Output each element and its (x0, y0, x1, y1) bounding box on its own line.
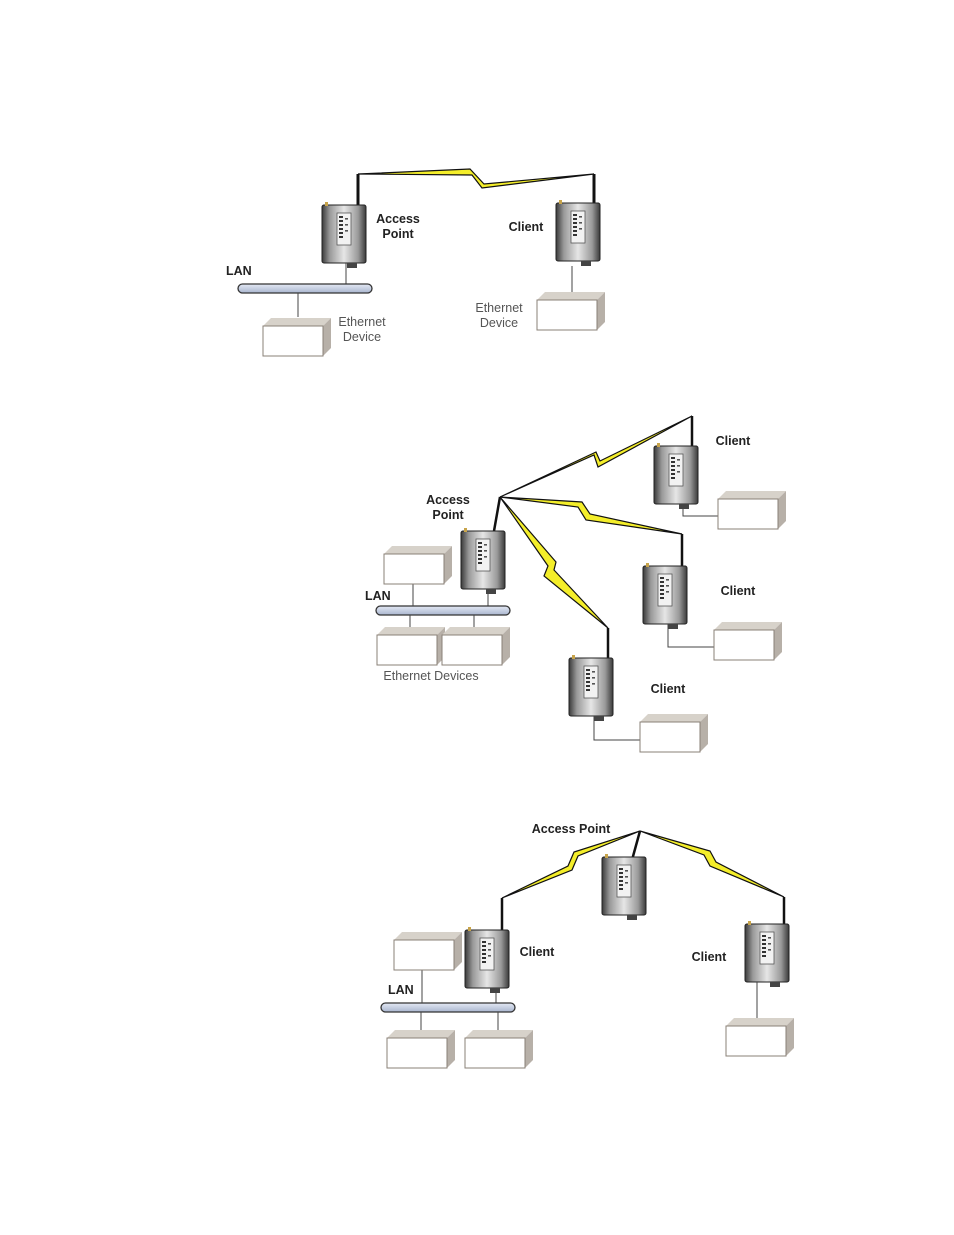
ethernet-device-left-label-line2: Device (343, 330, 381, 344)
client-right-label: Client (692, 950, 728, 964)
wireless-link-lightning (358, 169, 594, 188)
ethernet-device-box-bottom-right (442, 627, 510, 665)
client-radio-2 (643, 563, 687, 629)
client-3-ethernet-box (640, 714, 708, 752)
lan-label: LAN (388, 983, 414, 997)
client-2-label: Client (721, 584, 757, 598)
lan-bus (381, 1003, 515, 1012)
lan-label: LAN (365, 589, 391, 603)
client-label: Client (509, 220, 545, 234)
ethernet-devices-label: Ethernet Devices (383, 669, 478, 683)
access-point-radio (461, 528, 505, 594)
access-point-label: Access Point (532, 822, 611, 836)
ethernet-device-left-label-line1: Ethernet (338, 315, 386, 329)
ethernet-device-box-bottom-left (387, 1030, 455, 1068)
lan-bus (376, 606, 510, 615)
client-1-ethernet-box (718, 491, 786, 529)
client-2-ethernet-box (714, 622, 782, 660)
ap-antenna (494, 497, 500, 531)
ap-antenna (632, 831, 640, 860)
access-point-label-line2: Point (382, 227, 414, 241)
ethernet-device-box-top (384, 546, 452, 584)
access-point-label-line1: Access (376, 212, 420, 226)
diagram-1-point-to-point: Access Point Client LAN Ethernet Device … (226, 169, 605, 356)
access-point-label-line1: Access (426, 493, 470, 507)
access-point-radio (322, 202, 366, 268)
client-left-label: Client (520, 945, 556, 959)
lan-label: LAN (226, 264, 252, 278)
ethernet-device-box-bottom-left (377, 627, 445, 665)
ethernet-device-box-right (537, 292, 605, 330)
wireless-link-lightning-right (640, 831, 784, 897)
access-point-label-line2: Point (432, 508, 464, 522)
diagram-3-repeater: Access Point Client Client LAN (381, 822, 794, 1068)
client-right-ethernet-box (726, 1018, 794, 1056)
diagram-2-point-to-multipoint: Access Point Client Client Client LAN Et… (365, 416, 786, 752)
client-right-radio (745, 921, 789, 987)
ethernet-device-box-bottom-right (465, 1030, 533, 1068)
client-1-label: Client (716, 434, 752, 448)
ethernet-device-box-top (394, 932, 462, 970)
client-left-radio (465, 927, 509, 993)
ethernet-device-right-label-line2: Device (480, 316, 518, 330)
client-radio (556, 200, 600, 266)
client-radio-3 (569, 655, 613, 721)
client-radio-1 (654, 443, 698, 509)
lan-bus (238, 284, 372, 293)
client-3-label: Client (651, 682, 687, 696)
ethernet-device-right-label-line1: Ethernet (475, 301, 523, 315)
ethernet-device-box-left (263, 318, 331, 356)
access-point-radio (602, 854, 646, 920)
